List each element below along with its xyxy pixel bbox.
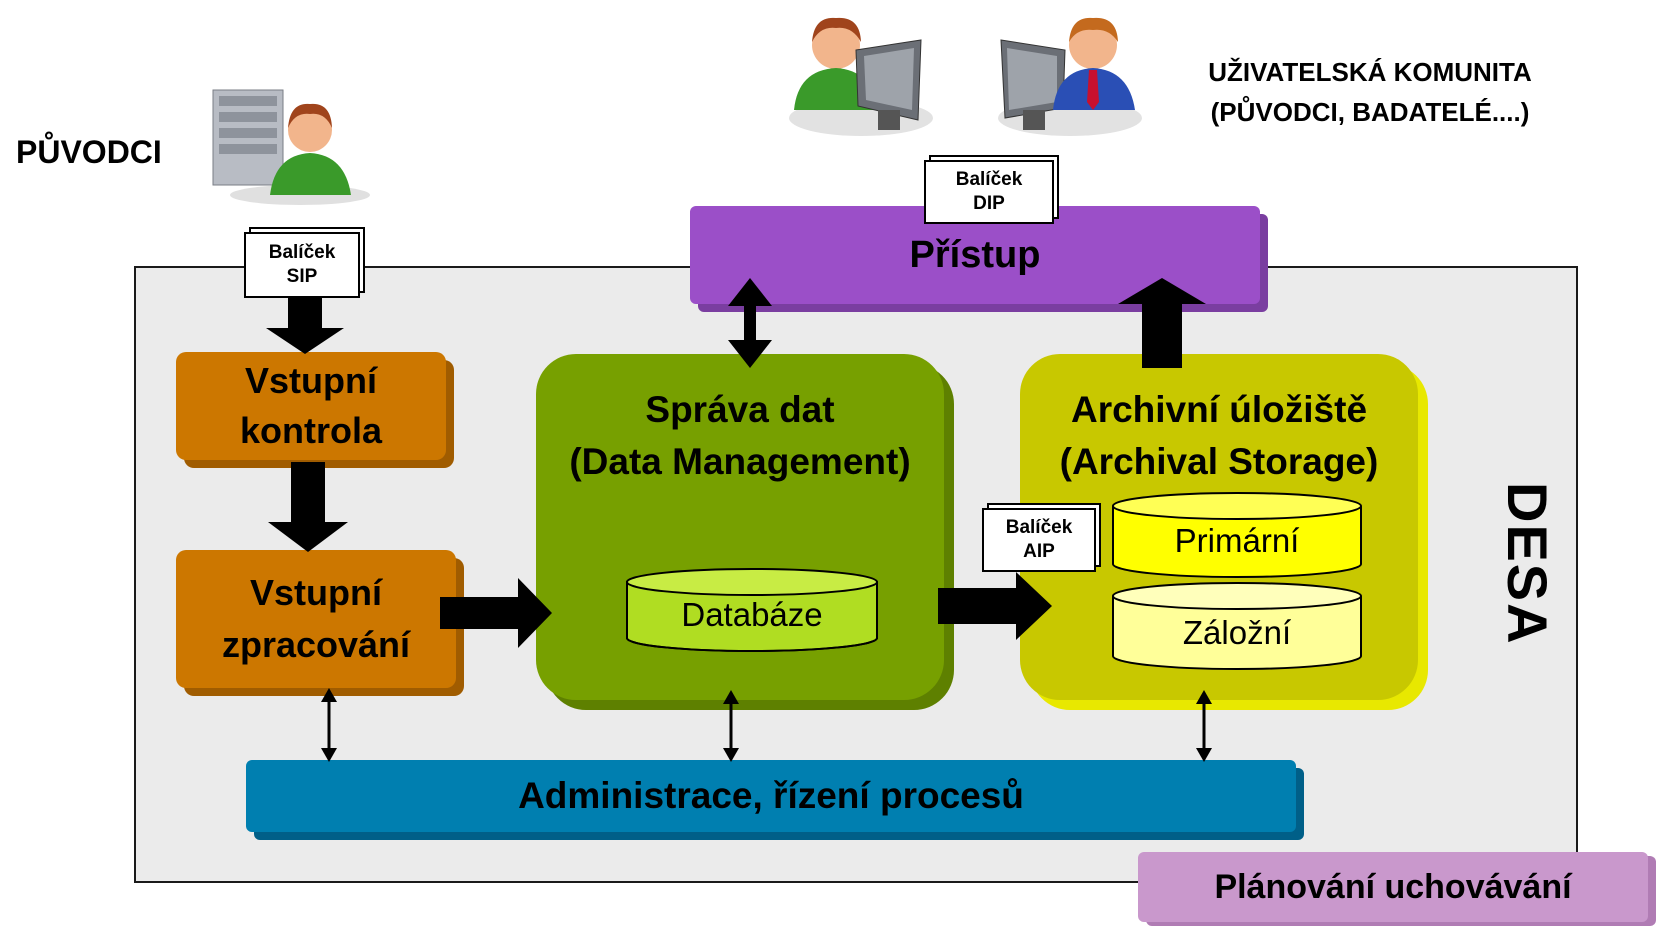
dip-line2: DIP <box>973 193 1005 214</box>
ingest-check-line2: kontrola <box>239 410 382 451</box>
sip-line1: Balíček <box>268 242 336 263</box>
database-cylinder: Databáze <box>626 568 878 652</box>
originators-label: PŮVODCI <box>16 134 162 170</box>
archival-storage-line2: (Archival Storage) <box>1059 441 1379 482</box>
preservation-planning-label: Plánování uchovávání <box>1214 867 1572 906</box>
user-community-line1: UŽIVATELSKÁ KOMUNITA <box>1208 57 1532 87</box>
user-community-label: UŽIVATELSKÁ KOMUNITA (PŮVODCI, BADATELÉ.… <box>1160 52 1580 132</box>
ingest-check-block: Vstupní kontrola <box>176 352 446 460</box>
user-researcher-1-icon <box>789 17 933 136</box>
administration-block: Administrace, řízení procesů <box>246 760 1296 832</box>
data-management-line1: Správa dat <box>645 389 835 430</box>
primary-label: Primární <box>1174 522 1300 559</box>
sip-line2: SIP <box>286 266 318 287</box>
aip-line2: AIP <box>1023 541 1055 562</box>
administration-label: Administrace, řízení procesů <box>518 775 1024 816</box>
ingest-check-line1: Vstupní <box>244 360 377 401</box>
backup-storage-cylinder: Záložní <box>1112 582 1362 670</box>
primary-storage-cylinder: Primární <box>1112 492 1362 578</box>
data-management-line2: (Data Management) <box>569 441 911 482</box>
access-label: Přístup <box>909 233 1041 276</box>
aip-line1: Balíček <box>1005 517 1073 538</box>
desa-label: DESA <box>1496 482 1559 646</box>
ingest-processing-line2: zpracování <box>221 624 411 665</box>
originator-server-icon <box>212 89 370 205</box>
dip-line1: Balíček <box>955 169 1023 190</box>
ingest-processing-line1: Vstupní <box>249 572 382 613</box>
preservation-planning-block: Plánování uchovávání <box>1138 852 1648 922</box>
user-researcher-2-icon <box>998 17 1142 136</box>
backup-label: Záložní <box>1182 614 1292 651</box>
user-community-line2: (PŮVODCI, BADATELÉ....) <box>1210 97 1530 127</box>
database-label: Databáze <box>681 596 823 633</box>
ingest-processing-block: Vstupní zpracování <box>176 550 456 688</box>
archival-storage-line1: Archivní úložiště <box>1070 389 1368 430</box>
